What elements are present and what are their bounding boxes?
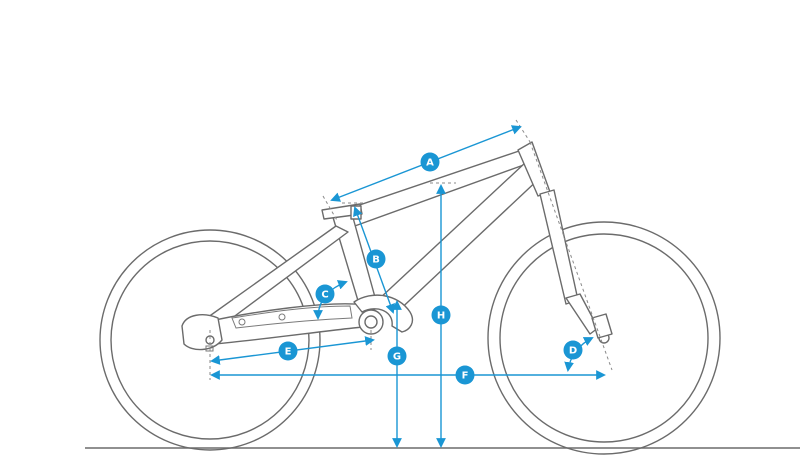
- label-h-text: H: [437, 311, 445, 322]
- label-f-text: F: [462, 371, 469, 382]
- label-badge-e: E: [278, 341, 298, 361]
- label-badge-d: D: [563, 340, 583, 360]
- label-c-text: C: [321, 290, 328, 301]
- label-d-text: D: [569, 346, 577, 357]
- rear-dropout: [181, 314, 223, 351]
- label-a-text: A: [426, 158, 434, 169]
- label-b-text: B: [372, 255, 380, 266]
- reference-lines: [209, 119, 613, 380]
- label-badge-g: G: [387, 346, 407, 366]
- label-e-text: E: [285, 347, 292, 358]
- fork-upper: [539, 189, 579, 305]
- bottom-bracket: [358, 309, 384, 335]
- label-badge-c: C: [315, 284, 335, 304]
- front-wheel: [487, 221, 721, 455]
- label-g-text: G: [393, 352, 401, 363]
- label-badge-b: B: [366, 249, 386, 269]
- chain-stay-detail: [231, 305, 353, 329]
- label-badge-a: A: [420, 152, 440, 172]
- fork-dropout: [591, 313, 613, 339]
- fork-lower: [565, 293, 599, 335]
- label-badge-f: F: [455, 365, 475, 385]
- label-badge-h: H: [431, 305, 451, 325]
